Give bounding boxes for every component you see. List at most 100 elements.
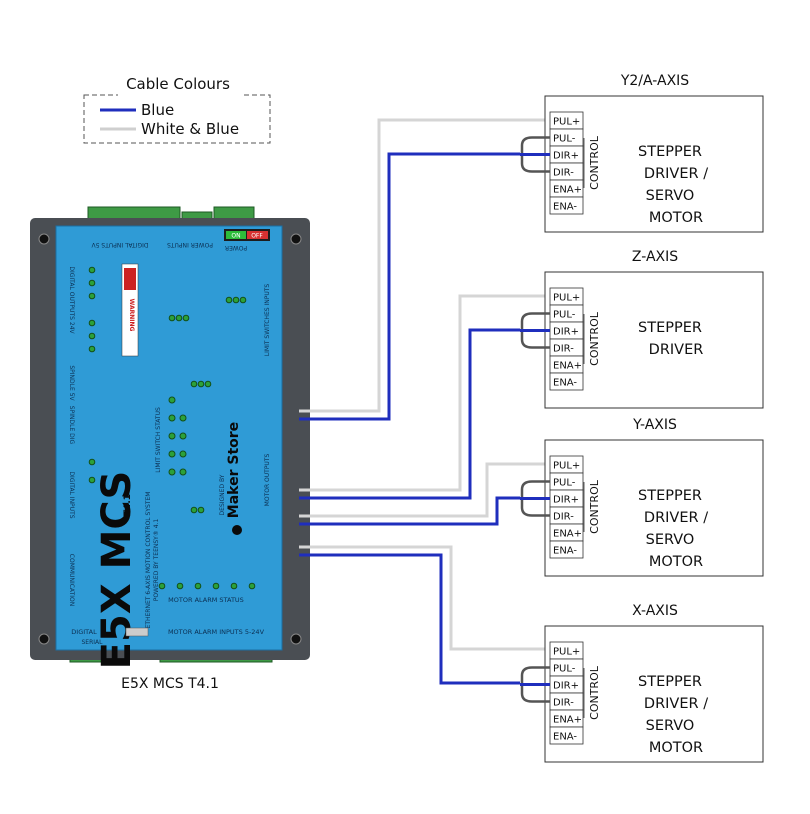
led: [168, 468, 176, 476]
driver-description-line: STEPPER: [638, 144, 702, 160]
cable-legend: Cable Colours Blue White & Blue: [83, 75, 271, 144]
driver-pin-label: DIR-: [553, 168, 574, 179]
usb-connector: [125, 627, 149, 637]
driver-description-line: MOTOR: [649, 740, 703, 756]
driver-panels: Y2/A-AXIS PUL+ PUL- DIR+ DIR- ENA+ ENA- CONTROL…: [520, 73, 764, 763]
led: [88, 345, 96, 353]
power-on-indicator: [226, 231, 246, 239]
cable-blue-x: [299, 553, 520, 685]
driver-pin-label: DIR-: [553, 698, 574, 709]
led: [204, 380, 212, 388]
cable-white-y: [299, 462, 550, 518]
driver-pin-label: PUL-: [553, 664, 576, 675]
led: [176, 582, 184, 590]
right-label-limit-switches: LIMIT SWITCHES INPUTS: [264, 284, 271, 357]
driver-pin-label: PUL-: [553, 310, 576, 321]
legend-label-blue: Blue: [141, 101, 174, 119]
legend-title: Cable Colours: [126, 75, 230, 93]
driver-description-line: DRIVER /: [644, 166, 708, 182]
right-label-motor-outputs: MOTOR OUTPUTS: [264, 454, 271, 507]
driver-axis-label: Z-AXIS: [632, 249, 678, 265]
led: [158, 582, 166, 590]
led: [190, 506, 198, 514]
driver-panel: Y2/A-AXISPUL+PUL-DIR+DIR-ENA+ENA-CONTROL…: [520, 73, 764, 233]
led: [88, 292, 96, 300]
led: [179, 468, 187, 476]
board-caption: E5X MCS T4.1: [121, 676, 219, 692]
driver-pin-label: DIR+: [553, 327, 579, 338]
driver-description-line: STEPPER: [638, 674, 702, 690]
board-subtitle-1: ETHERNET 6-AXIS MOTION CONTROL SYSTEM: [145, 492, 152, 629]
led: [168, 314, 176, 322]
led: [190, 380, 198, 388]
driver-pin-cell: [549, 196, 584, 215]
left-label-digital-outputs: DIGITAL OUTPUTS 24V: [68, 266, 75, 334]
driver-description-line: DRIVER /: [644, 510, 708, 526]
led: [179, 432, 187, 440]
led: [168, 396, 176, 404]
driver-description-line: MOTOR: [649, 554, 703, 570]
led: [179, 414, 187, 422]
driver-pin-label: ENA-: [553, 546, 577, 557]
led: [194, 582, 202, 590]
driver-pin-label: PUL+: [553, 647, 580, 658]
label-digital: DIGITAL: [71, 628, 97, 636]
driver-axis-label: Y2/A-AXIS: [620, 73, 689, 89]
legend-label-white-blue: White & Blue: [141, 120, 239, 138]
led: [197, 380, 205, 388]
warning-text: WARNING: [128, 299, 135, 332]
led: [182, 314, 190, 322]
mounting-hole: [290, 633, 302, 645]
driver-pin-label: DIR+: [553, 681, 579, 692]
mounting-hole: [38, 633, 50, 645]
control-label: CONTROL: [588, 665, 601, 720]
led: [168, 414, 176, 422]
pcb: [55, 225, 283, 651]
driver-pin-label: ENA-: [553, 378, 577, 389]
label-limit-switch-status: LIMIT SWITCH STATUS: [155, 407, 162, 473]
mounting-hole: [290, 233, 302, 245]
driver-pin-label: PUL-: [553, 134, 576, 145]
label-motor-alarm-status: MOTOR ALARM STATUS: [168, 596, 244, 604]
driver-pin-label: DIR+: [553, 151, 579, 162]
cable-blue-z: [299, 328, 520, 500]
control-label: CONTROL: [588, 135, 601, 190]
driver-pin-label: PUL+: [553, 117, 580, 128]
warning-qr: [124, 268, 136, 290]
driver-pin-label: ENA+: [553, 185, 582, 196]
control-label: CONTROL: [588, 311, 601, 366]
legend-title-bg: [118, 84, 242, 98]
led: [248, 582, 256, 590]
left-label-digital-inputs: DIGITAL INPUTS: [68, 471, 75, 518]
driver-pin-cell: [549, 540, 584, 559]
led: [239, 296, 247, 304]
label-serial: SERIAL: [82, 639, 104, 646]
driver-pin-label: DIR+: [553, 495, 579, 506]
left-label-spindle-5v: SPINDLE 5V: [68, 365, 75, 401]
led: [230, 582, 238, 590]
driver-description-line: SERVO: [646, 532, 695, 548]
cable-white-y2: [299, 118, 550, 413]
led: [168, 450, 176, 458]
status-leds: [88, 266, 256, 590]
led: [168, 432, 176, 440]
led: [88, 279, 96, 287]
driver-axis-label: X-AXIS: [632, 603, 678, 619]
driver-description-line: DRIVER /: [644, 696, 708, 712]
driver-pin-label: PUL-: [553, 478, 576, 489]
driver-pin-label: ENA+: [553, 529, 582, 540]
driver-description-line: SERVO: [646, 188, 695, 204]
top-label-power-inputs: POWER INPUTS: [167, 241, 213, 248]
driver-pin-label: ENA-: [553, 732, 577, 743]
brand-gear-icon: [232, 525, 242, 535]
control-label: CONTROL: [588, 479, 601, 534]
left-label-spindle-dig: SPINDLE DIG: [68, 406, 75, 445]
led: [88, 319, 96, 327]
led: [197, 506, 205, 514]
led: [88, 266, 96, 274]
cable-white-z: [299, 294, 550, 492]
